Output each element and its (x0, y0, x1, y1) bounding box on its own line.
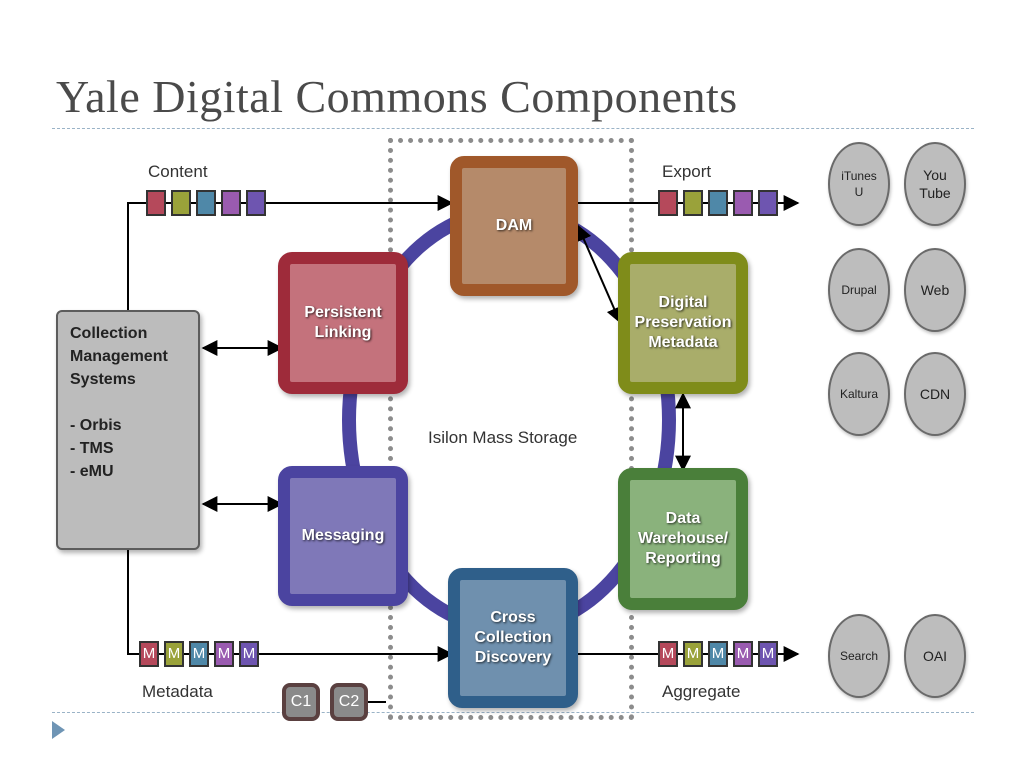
dam-to-preservation-arrow (576, 224, 622, 324)
metadata-item: M (139, 641, 159, 667)
cms-line: - Orbis (70, 417, 122, 434)
youtube-label: You Tube (919, 167, 951, 201)
kaltura-label: Kaltura (839, 387, 879, 401)
play-triangle-icon (52, 721, 65, 739)
metadata-flow-line (127, 550, 454, 662)
content-item (171, 190, 191, 216)
cross-collection-label: Cross Collection Discovery (474, 609, 552, 666)
content-item (246, 190, 266, 216)
web-label: Web (920, 282, 950, 298)
aggregate-item: M (683, 641, 703, 667)
cms-line: - TMS (70, 440, 114, 457)
cms-line: Management (70, 348, 168, 365)
dam-label: DAM (495, 217, 533, 234)
search-label: Search (839, 649, 879, 663)
cdn-output[interactable]: CDN (904, 352, 966, 436)
itunes-u-output[interactable]: iTunes U (828, 142, 890, 226)
metadata-label: Metadata (142, 682, 213, 701)
kaltura-output[interactable]: Kaltura (828, 352, 890, 436)
data-warehouse-label: Data Warehouse/ Reporting (637, 510, 729, 567)
export-item (658, 190, 678, 216)
digital-preservation-label: Digital Preservation Metadata (634, 294, 732, 351)
digital-preservation-node[interactable]: Digital Preservation Metadata (618, 252, 748, 394)
persistent-linking-node[interactable]: Persistent Linking (278, 252, 408, 394)
dam-node[interactable]: DAM (450, 156, 578, 296)
youtube-output[interactable]: You Tube (904, 142, 966, 226)
aggregate-item: M (758, 641, 778, 667)
title-divider (52, 128, 974, 129)
content-item (196, 190, 216, 216)
drupal-label: Drupal (841, 283, 877, 297)
metadata-item: M (214, 641, 234, 667)
drupal-output[interactable]: Drupal (828, 248, 890, 332)
aggregate-item: M (708, 641, 728, 667)
storage-label: Isilon Mass Storage (428, 428, 578, 447)
messaging-label: Messaging (301, 527, 385, 544)
oai-output[interactable]: OAI (904, 614, 966, 698)
export-item (758, 190, 778, 216)
oai-label: OAI (922, 648, 948, 664)
collection-management-box[interactable]: Collection Management Systems - Orbis - … (56, 310, 200, 550)
cross-collection-node[interactable]: Cross Collection Discovery (448, 568, 578, 708)
component-c2[interactable]: C2 (330, 683, 368, 721)
cms-spacer (70, 391, 186, 414)
content-item (221, 190, 241, 216)
export-item (733, 190, 753, 216)
metadata-item: M (164, 641, 184, 667)
component-c1[interactable]: C1 (282, 683, 320, 721)
cms-line: - eMU (70, 463, 114, 480)
itunes-u-label: iTunes U (841, 169, 877, 199)
data-warehouse-node[interactable]: Data Warehouse/ Reporting (618, 468, 748, 610)
footer-divider (52, 712, 974, 713)
metadata-item: M (189, 641, 209, 667)
cms-line: Systems (70, 371, 136, 388)
metadata-item: M (239, 641, 259, 667)
content-flow-line (127, 195, 454, 310)
aggregate-label: Aggregate (662, 682, 741, 701)
export-label: Export (662, 162, 712, 181)
messaging-node[interactable]: Messaging (278, 466, 408, 606)
export-item (683, 190, 703, 216)
export-item (708, 190, 728, 216)
persistent-linking-label: Persistent Linking (304, 304, 382, 341)
page-title: Yale Digital Commons Components (56, 71, 738, 122)
aggregate-item: M (733, 641, 753, 667)
cms-line: Collection (70, 325, 148, 342)
content-label: Content (148, 162, 208, 181)
aggregate-item: M (658, 641, 678, 667)
content-item (146, 190, 166, 216)
web-output[interactable]: Web (904, 248, 966, 332)
search-output[interactable]: Search (828, 614, 890, 698)
cdn-label: CDN (919, 386, 951, 402)
